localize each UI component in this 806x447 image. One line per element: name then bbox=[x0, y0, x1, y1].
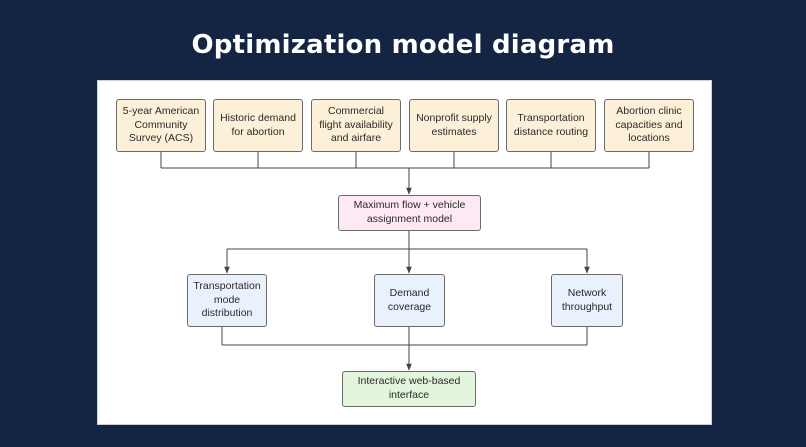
node-network-throughput: Network throughput bbox=[551, 274, 623, 327]
diagram-title: Optimization model diagram bbox=[191, 30, 615, 60]
node-nonprofit-supply: Nonprofit supply estimates bbox=[409, 99, 499, 152]
connector-lines bbox=[160, 152, 650, 371]
node-flight-availability: Commercial flight availability and airfa… bbox=[311, 99, 401, 152]
node-mode-distribution: Transportation mode distribution bbox=[187, 274, 267, 327]
node-acs: 5-year American Community Survey (ACS) bbox=[116, 99, 206, 152]
node-max-flow-model: Maximum flow + vehicle assignment model bbox=[338, 195, 481, 231]
node-historic-demand: Historic demand for abortion bbox=[213, 99, 303, 152]
diagram-canvas: 5-year American Community Survey (ACS) H… bbox=[97, 80, 712, 425]
node-clinic-capacities: Abortion clinic capacities and locations bbox=[604, 99, 694, 152]
node-web-interface: Interactive web-based interface bbox=[342, 371, 476, 407]
node-transportation-routing: Transportation distance routing bbox=[506, 99, 596, 152]
node-demand-coverage: Demand coverage bbox=[374, 274, 445, 327]
